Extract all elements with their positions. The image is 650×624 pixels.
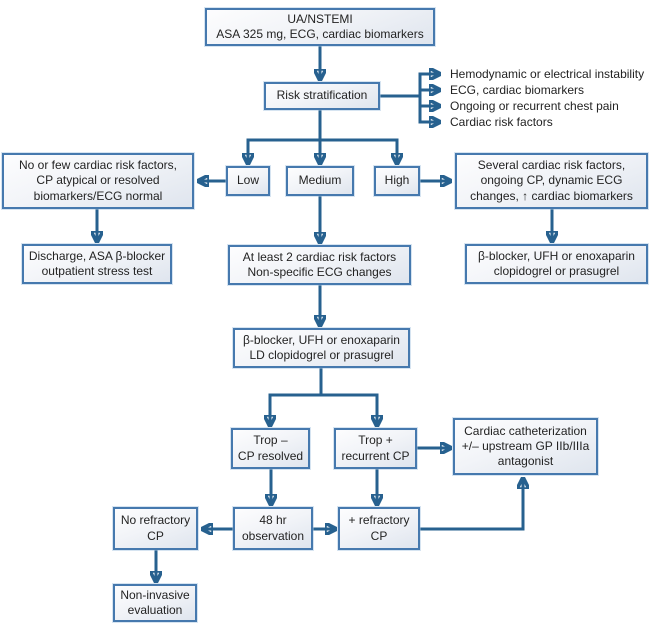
- node-trop-negative: Trop – CP resolved: [231, 428, 310, 469]
- risk-factor-item-1: Hemodynamic or electrical instability: [450, 67, 645, 81]
- risk-factor-item-4: Cardiac risk factors: [450, 115, 553, 129]
- node-ua-nstemi: UA/NSTEMI ASA 325 mg, ECG, cardiac bioma…: [205, 8, 435, 46]
- risk-factor-item-3: Ongoing or recurrent chest pain: [450, 99, 619, 113]
- node-48hr-observation: 48 hr observation: [233, 507, 313, 550]
- node-low: Low: [226, 166, 270, 196]
- node-high-risk-criteria: Several cardiac risk factors, ongoing CP…: [455, 153, 648, 209]
- node-low-risk-criteria: No or few cardiac risk factors, CP atypi…: [2, 153, 194, 209]
- node-medium-risk-criteria: At least 2 cardiac risk factors Non-spec…: [228, 245, 411, 285]
- node-medium: Medium: [286, 166, 354, 196]
- node-high: High: [374, 166, 420, 196]
- risk-factor-item-2: ECG, cardiac biomarkers: [450, 83, 585, 97]
- node-refractory-cp: + refractory CP: [338, 507, 420, 550]
- node-trop-positive: Trop + recurrent CP: [334, 428, 417, 469]
- node-risk-stratification: Risk stratification: [264, 82, 380, 110]
- node-discharge-stress-test: Discharge, ASA β-blocker outpatient stre…: [22, 244, 172, 284]
- node-cardiac-catheterization: Cardiac catheterization +/– upstream GP …: [453, 418, 598, 475]
- node-no-refractory-cp: No refractory CP: [113, 507, 198, 550]
- node-non-invasive-evaluation: Non-invasive evaluation: [113, 584, 197, 622]
- node-high-risk-treatment: β-blocker, UFH or enoxaparin clopidogrel…: [465, 244, 648, 284]
- node-medium-risk-treatment: β-blocker, UFH or enoxaparin LD clopidog…: [233, 328, 410, 368]
